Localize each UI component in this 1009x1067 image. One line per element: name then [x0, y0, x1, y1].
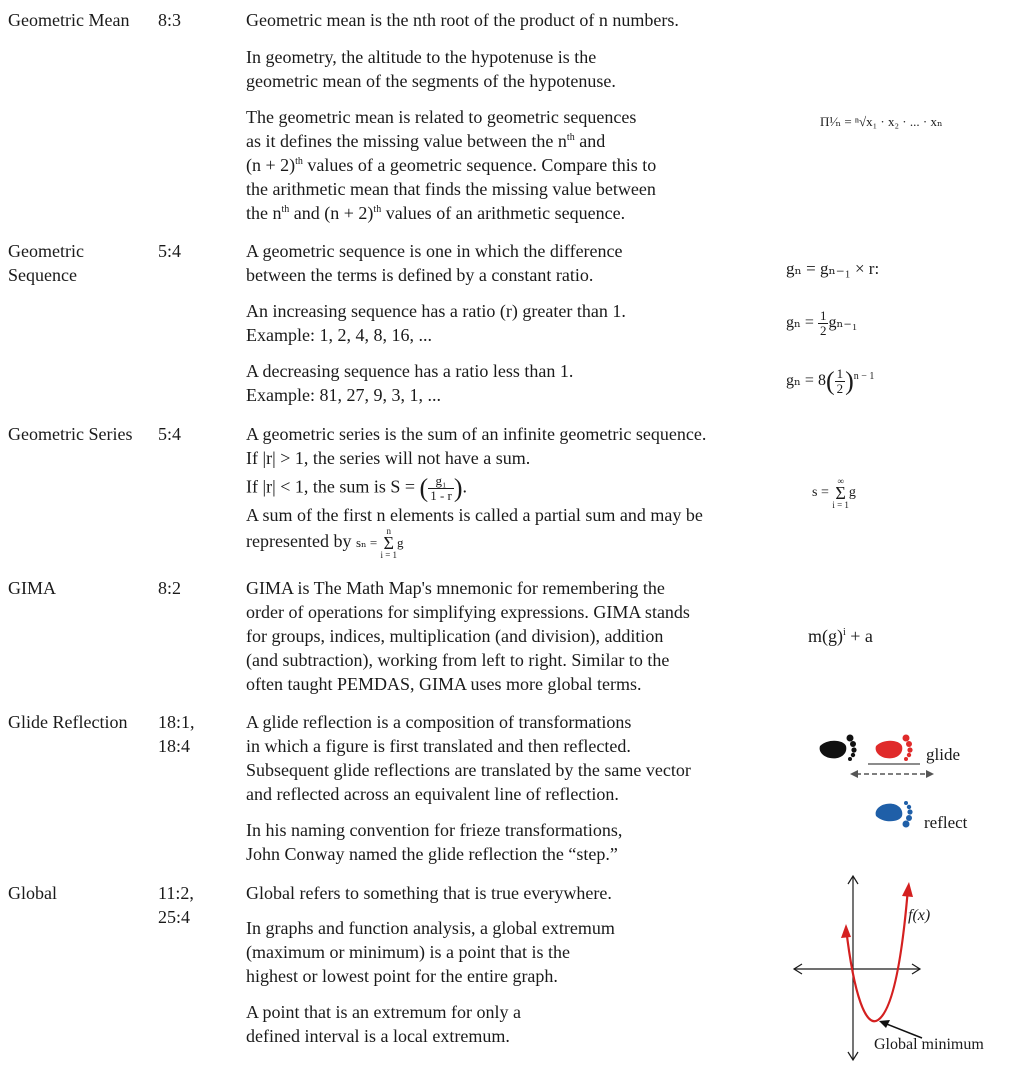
reflect-label: reflect: [924, 813, 968, 832]
term: Geometric Series: [8, 424, 133, 444]
footprint-red-icon: [875, 734, 913, 761]
term: GIMA: [8, 578, 56, 598]
function-label: f(x): [908, 907, 930, 924]
paragraph: A decreasing sequence has a ratio less t…: [246, 361, 574, 405]
global-minimum-label: Global minimum: [874, 1036, 984, 1053]
paragraph: A glide reflection is a composition of t…: [246, 712, 691, 804]
reference: 8:3: [158, 10, 182, 30]
term: Geometric Mean: [8, 10, 130, 30]
paragraph: In his naming convention for frieze tran…: [246, 820, 623, 864]
curve-arrow-left: [841, 924, 851, 938]
paragraph: Global refers to something that is true …: [246, 883, 612, 903]
paragraph: In geometry, the altitude to the hypoten…: [246, 47, 616, 91]
reference: 8:2: [158, 578, 182, 598]
paragraph: GIMA is The Math Map's mnemonic for reme…: [246, 578, 690, 694]
annotation-pointer: [883, 1022, 923, 1039]
reference: 5:4: [158, 241, 182, 261]
paragraph: In graphs and function analysis, a globa…: [246, 918, 615, 986]
paragraph: A point that is an extremum for only a d…: [246, 1002, 521, 1046]
paragraph: A geometric series is the sum of an infi…: [246, 424, 707, 560]
curve-arrow-right: [902, 882, 913, 897]
paragraph: Geometric mean is the nth root of the pr…: [246, 10, 679, 30]
footprint-black-icon: [819, 734, 857, 761]
reference: 5:4: [158, 424, 182, 444]
term: Geometric Sequence: [8, 241, 84, 285]
reference: 11:2, 25:4: [158, 883, 194, 927]
term: Global: [8, 883, 57, 903]
reference: 18:1, 18:4: [158, 712, 195, 756]
glide-label: glide: [926, 745, 960, 764]
paragraph: An increasing sequence has a ratio (r) g…: [246, 301, 626, 345]
term: Glide Reflection: [8, 712, 128, 732]
geometric-mean-formula: Π¹⁄ₙ = ⁿ√x₁ · x₂ · ... · xₙ: [820, 114, 943, 129]
gima-formula: m(g)i + a: [808, 626, 873, 646]
function-curve: [844, 887, 910, 1023]
global-minimum-graph: f(x) Global minimum: [792, 874, 984, 1062]
coordinate-axes: [792, 874, 922, 1062]
glide-reflection-figure: glide reflect: [819, 734, 968, 832]
footprint-blue-icon: [875, 801, 913, 828]
paragraph: A geometric sequence is one in which the…: [246, 241, 623, 285]
paragraph: The geometric mean is related to geometr…: [246, 107, 657, 223]
recursive-formula: gₙ = gₙ₋₁ × r:: [786, 259, 880, 278]
